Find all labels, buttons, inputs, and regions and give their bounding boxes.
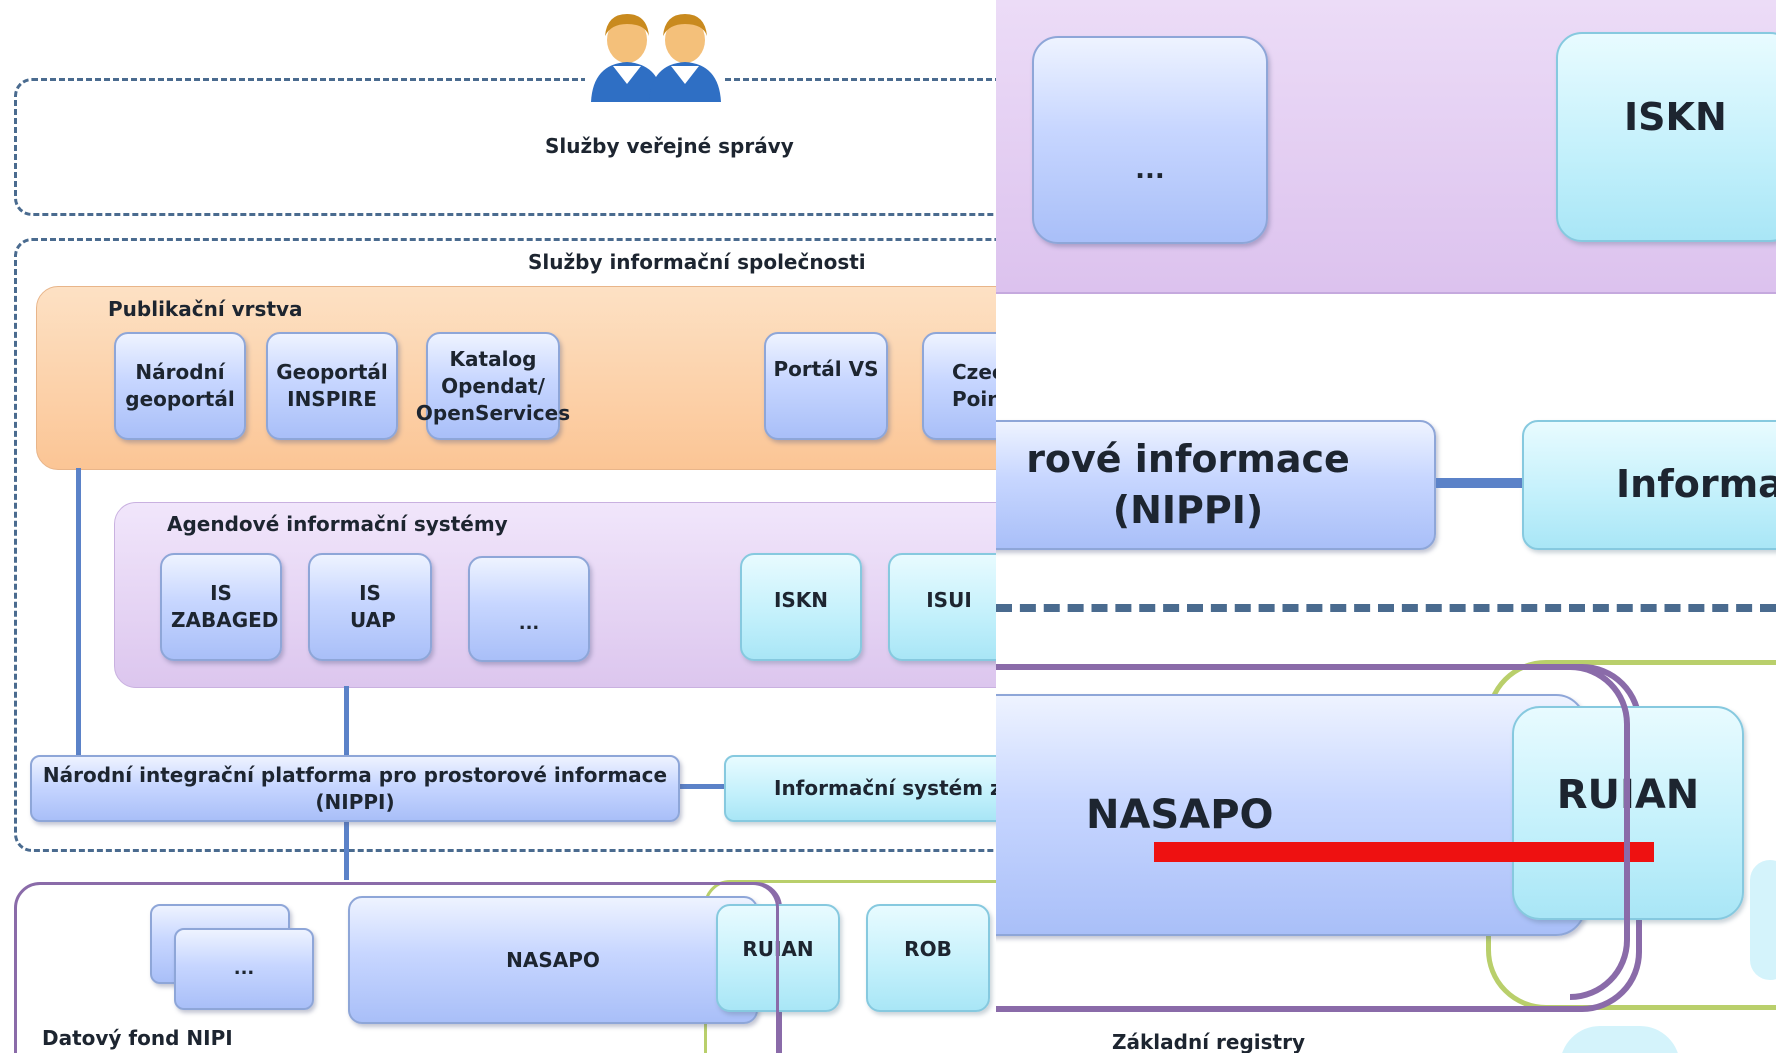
decorative-shape bbox=[1560, 1026, 1680, 1053]
agenda-more-label: ... bbox=[518, 612, 540, 634]
info-society-title: Služby informační společnosti bbox=[524, 250, 870, 274]
geoportal-inspire-box[interactable]: Geoportál INSPIRE bbox=[266, 332, 398, 440]
katalog-opendat-box[interactable]: Katalog Opendat/ OpenServices bbox=[416, 332, 570, 440]
is-uap-box[interactable]: IS UAP bbox=[308, 553, 432, 661]
is-zabaged-label: IS ZABAGED bbox=[171, 581, 279, 632]
red-strike-mark bbox=[1154, 842, 1654, 862]
zoom-nippi-label: rové informace (NIPPI) bbox=[1026, 436, 1350, 532]
right-panel: ... ISKN rové informace (NIPPI) Informa … bbox=[996, 0, 1776, 1053]
zoom-more-label: ... bbox=[1135, 154, 1165, 185]
info-society-region bbox=[14, 238, 996, 852]
portal-vs-box[interactable]: Portál VS bbox=[764, 332, 888, 440]
ruian-overlay-outline bbox=[700, 882, 779, 1053]
rob-label: ROB bbox=[904, 937, 952, 961]
katalog-opendat-label: Katalog Opendat/ OpenServices bbox=[415, 346, 571, 425]
zoom-iskn-box[interactable]: ISKN bbox=[1556, 32, 1776, 242]
geoportal-inspire-label: Geoportál INSPIRE bbox=[276, 360, 388, 411]
zoom-nippi-box[interactable]: rové informace (NIPPI) bbox=[996, 420, 1436, 550]
agenda-more-box[interactable]: ... bbox=[468, 556, 590, 662]
decorative-shape bbox=[1750, 860, 1776, 980]
connector-nippi-down bbox=[344, 822, 349, 880]
czech-point-label: Czec Poin bbox=[952, 360, 996, 411]
connector-nippi-info bbox=[678, 784, 726, 789]
data-fund-more-box[interactable]: ... bbox=[174, 928, 314, 1010]
connector-agenda bbox=[344, 686, 349, 758]
czech-point-box[interactable]: Czec Poin bbox=[922, 332, 996, 440]
rob-box[interactable]: ROB bbox=[866, 904, 990, 1012]
agenda-systems-title: Agendové informační systémy bbox=[167, 512, 508, 536]
nasapo-box[interactable]: NASAPO bbox=[348, 896, 758, 1024]
zoom-nasapo-label: NASAPO bbox=[1086, 792, 1274, 838]
zoom-more-box[interactable]: ... bbox=[1032, 36, 1268, 244]
portal-vs-label: Portál VS bbox=[773, 357, 879, 381]
zoom-data-fund-edge bbox=[1570, 664, 1630, 1000]
info-system-label: Informační systém zák bbox=[774, 776, 996, 800]
zoom-dash-line bbox=[996, 604, 1776, 612]
public-services-title: Služby veřejné správy bbox=[545, 134, 794, 158]
nippi-box[interactable]: Národní integrační platforma pro prostor… bbox=[30, 755, 680, 822]
users-icon bbox=[585, 6, 725, 102]
isui-label: ISUI bbox=[926, 588, 972, 612]
left-panel: Služby veřejné správy Služby informační … bbox=[14, 6, 996, 1053]
publication-layer-title: Publikační vrstva bbox=[108, 297, 303, 321]
narodni-geoportal-label: Národní geoportál bbox=[125, 360, 235, 411]
nasapo-label: NASAPO bbox=[506, 947, 600, 972]
zoom-base-registers-title: Základní registry bbox=[1106, 1030, 1311, 1053]
nippi-label: Národní integrační platforma pro prostor… bbox=[42, 762, 668, 814]
data-fund-more-label: ... bbox=[233, 957, 255, 979]
is-zabaged-box[interactable]: IS ZABAGED bbox=[160, 553, 282, 661]
iskn-label: ISKN bbox=[773, 588, 829, 612]
zoom-nasapo-box[interactable]: NASAPO bbox=[996, 694, 1586, 936]
zoom-iskn-label: ISKN bbox=[1624, 95, 1727, 139]
isui-box[interactable]: ISUI bbox=[888, 553, 996, 661]
info-system-box[interactable]: Informační systém zák bbox=[724, 755, 996, 822]
iskn-box[interactable]: ISKN bbox=[740, 553, 862, 661]
zoom-info-box[interactable]: Informa bbox=[1522, 420, 1776, 550]
is-uap-label: IS UAP bbox=[350, 581, 396, 632]
connector-publication bbox=[76, 468, 81, 758]
data-fund-title: Datový fond NIPI bbox=[42, 1026, 233, 1050]
public-services-region bbox=[14, 78, 996, 216]
zoom-info-label: Informa bbox=[1616, 462, 1776, 507]
narodni-geoportal-box[interactable]: Národní geoportál bbox=[114, 332, 246, 440]
zoom-nippi-connector bbox=[1436, 478, 1522, 488]
